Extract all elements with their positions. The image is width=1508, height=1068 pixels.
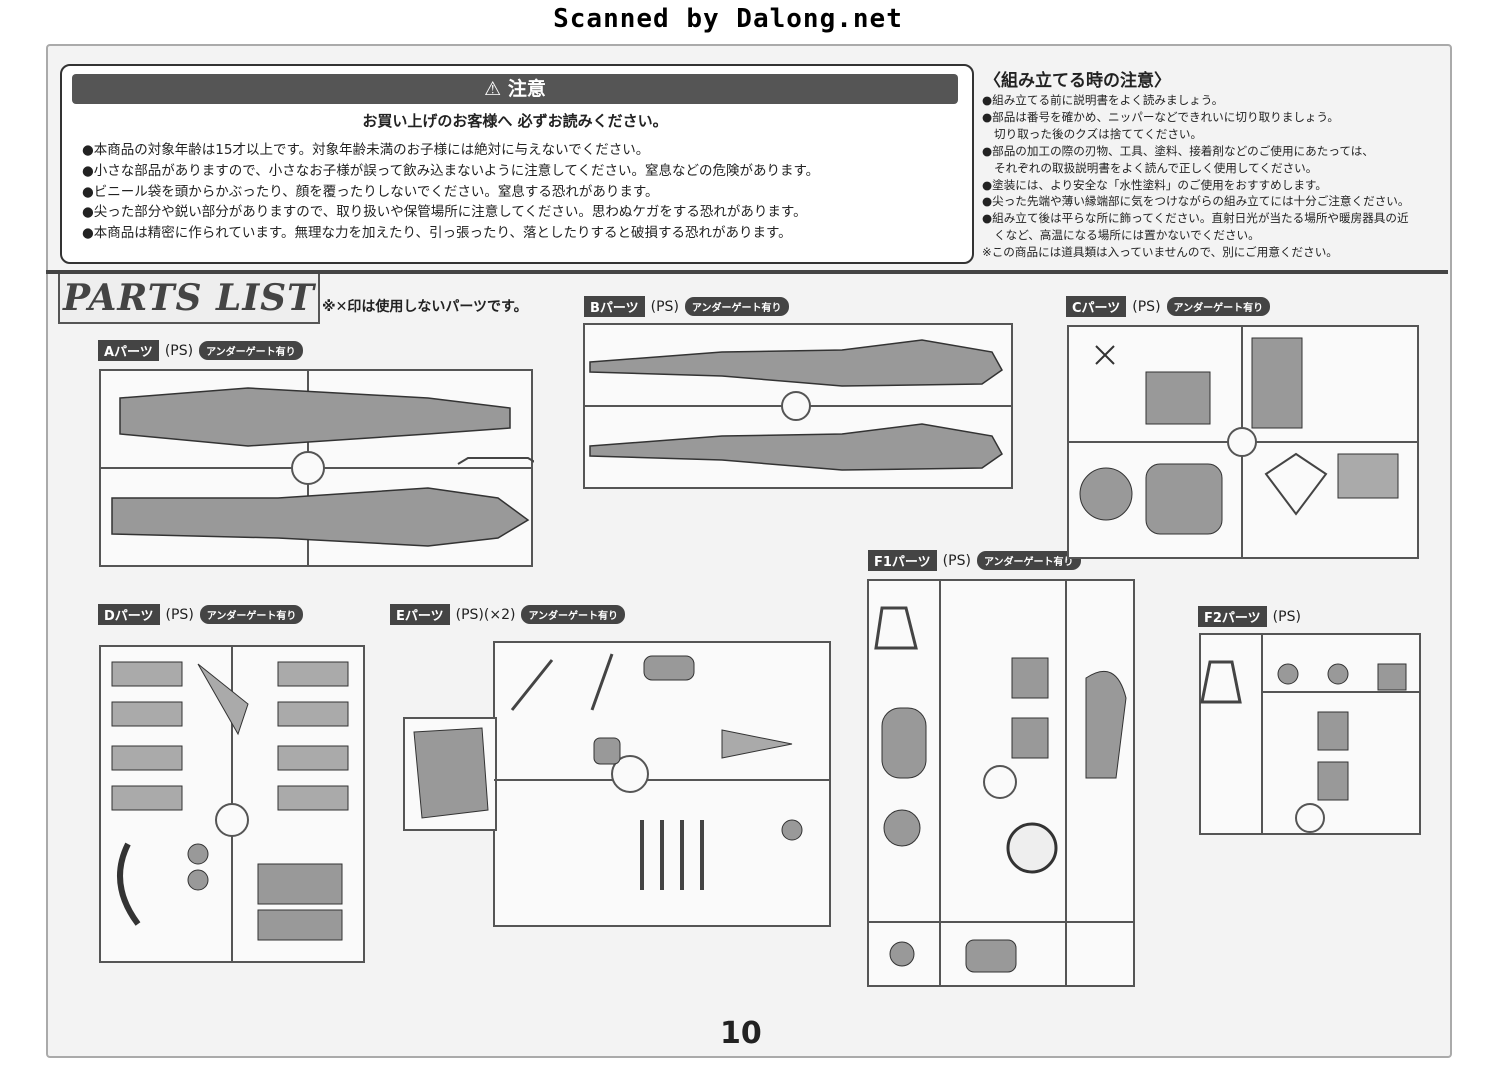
scan-credit-banner: Scanned by Dalong.net [553, 4, 903, 34]
caution-item: ●本商品の対象年齢は15才以上です。対象年齢未満のお子様には絶対に与えないでくだ… [82, 142, 650, 158]
assembly-note: 切り取った後のクズは捨ててください。 [994, 126, 1203, 141]
assembly-note: ●部品は番号を確かめ、ニッパーなどできれいに切り取りましょう。 [982, 109, 1340, 124]
runner-c-drawing [1067, 325, 1419, 559]
runner-material: (PS) [650, 298, 679, 315]
parts-list-divider [46, 270, 1448, 274]
assembly-note: ※この商品には道具類は入っていませんので、別にご用意ください。 [982, 245, 1338, 260]
runner-e-label: Eパーツ (PS)(×2) アンダーゲート有り [390, 604, 626, 625]
undergate-badge: アンダーゲート有り [199, 605, 304, 624]
parts-list-note: ※✕印は使用しないパーツです。 [322, 299, 528, 315]
undergate-badge: アンダーゲート有り [521, 605, 626, 624]
runner-material: (PS) [164, 342, 194, 359]
caution-item: ●ビニール袋を頭からかぶったり、顔を覆ったりしないでください。窒息する恐れがあり… [82, 183, 659, 200]
assembly-note: それぞれの取扱説明書をよく読んで正しく使用してください。 [994, 160, 1318, 175]
runner-a-label: Aパーツ (PS) アンダーゲート有り [98, 340, 303, 361]
runner-e-drawing [403, 641, 831, 927]
runner-c-label: Cパーツ (PS) アンダーゲート有り [1066, 296, 1271, 317]
caution-list: ●本商品の対象年齢は15才以上です。対象年齢未満のお子様には絶対に与えないでくだ… [82, 140, 952, 244]
caution-item: ●小さな部品がありますので、小さなお子様が誤って飲み込まないように注意してくださ… [82, 162, 820, 179]
assembly-note: くなど、高温になる場所には置かないでください。 [994, 228, 1260, 243]
runner-material: (PS) [942, 552, 971, 569]
runner-material: (PS) [1272, 608, 1301, 625]
runner-f1-label: F1パーツ (PS) アンダーゲート有り [868, 550, 1081, 571]
assembly-note: ●塗装には、より安全な「水性塗料」のご使用をおすすめします。 [982, 177, 1327, 192]
page-number: 10 [720, 1016, 762, 1051]
runner-name: F1パーツ [868, 550, 937, 571]
caution-heading: ⚠ 注意 [72, 74, 958, 104]
runner-d-label: Dパーツ (PS) アンダーゲート有り [98, 604, 304, 625]
parts-list-title: PARTS LIST [58, 274, 320, 324]
runner-a-drawing [99, 369, 534, 567]
runner-name: Eパーツ [390, 604, 450, 625]
runner-b-drawing [583, 323, 1013, 489]
runner-name: Aパーツ [98, 340, 159, 361]
runner-name: Bパーツ [584, 296, 645, 317]
runner-d-drawing [99, 645, 365, 963]
runner-b-label: Bパーツ (PS) アンダーゲート有り [584, 296, 789, 317]
runner-material: (PS) [1132, 298, 1161, 315]
caution-item: ●尖った部分や鋭い部分がありますので、取り扱いや保管場所に注意してください。思わ… [82, 204, 807, 221]
caution-heading-text: 注意 [507, 78, 546, 100]
assembly-notes-list: ●組み立てる前に説明書をよく読みましょう。 ●部品は番号を確かめ、ニッパーなどで… [982, 92, 1442, 261]
assembly-note: ●部品の加工の際の刃物、工具、塗料、接着剤などのご使用にあたっては、 [982, 143, 1374, 158]
warning-triangle-icon: ⚠ [484, 78, 502, 100]
caution-item: ●本商品は精密に作られています。無理な力を加えたり、引っ張ったり、落としたりする… [82, 225, 792, 242]
undergate-badge: アンダーゲート有り [199, 341, 303, 360]
runner-name: Cパーツ [1066, 296, 1127, 317]
runner-f2-drawing [1199, 633, 1421, 835]
runner-name: F2パーツ [1198, 606, 1267, 627]
assembly-note: ●尖った先端や薄い縁端部に気をつけながらの組み立てには十分ご注意ください。 [982, 194, 1410, 209]
runner-name: Dパーツ [98, 604, 160, 625]
assembly-note: ●組み立て後は平らな所に飾ってください。直射日光が当たる場所や暖房器具の近 [982, 211, 1409, 226]
runner-f2-label: F2パーツ (PS) [1198, 606, 1301, 627]
assembly-note: ●組み立てる前に説明書をよく読みましょう。 [982, 93, 1224, 107]
runner-material: (PS)(×2) [455, 606, 516, 623]
assembly-notes-title: 〈組み立てる時の注意〉 [984, 71, 1171, 91]
undergate-badge: アンダーゲート有り [976, 551, 1081, 570]
caution-subtitle: お買い上げのお客様へ 必ずお読みください。 [362, 112, 668, 130]
runner-material: (PS) [165, 606, 194, 623]
undergate-badge: アンダーゲート有り [684, 297, 789, 316]
undergate-badge: アンダーゲート有り [1166, 297, 1271, 316]
runner-f1-drawing [867, 579, 1135, 987]
